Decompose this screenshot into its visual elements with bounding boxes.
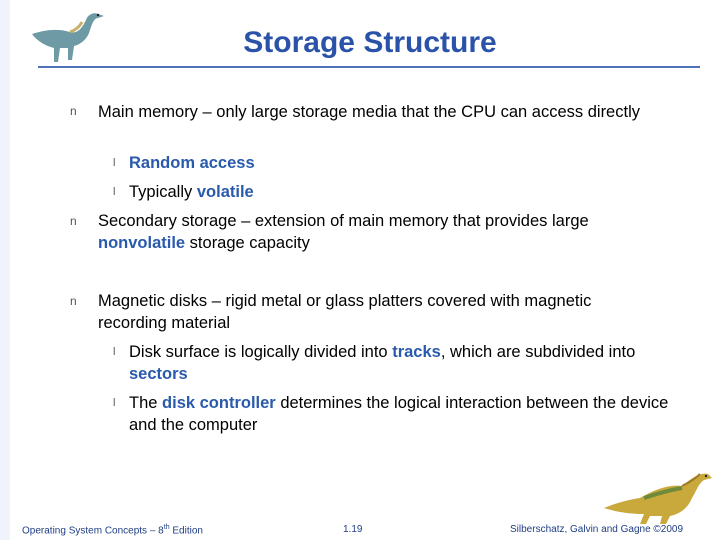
bullet-marker: n [70,104,77,118]
dinosaur-footer-icon [604,473,712,524]
dinosaur-logo-icon [32,13,104,62]
sub-bullet-marker: l [113,346,116,358]
slide-title: Storage Structure [243,26,497,59]
page-number: 1.19 [343,524,363,535]
footer-authors: Silberschatz, Galvin and Gagne ©2009 [510,524,684,535]
bullet-secondary-storage: Secondary storage – extension of main me… [98,212,589,252]
sub-bullet-marker: l [113,397,116,409]
sub-bullet-random-access: Random access [129,154,255,172]
left-accent-bar [0,0,10,540]
bullet-marker: n [70,294,77,308]
sub-bullet-marker: l [113,186,116,198]
footer-book-title: Operating System Concepts – 8th Edition [22,524,203,537]
bullet-magnetic-disks: Magnetic disks – rigid metal or glass pl… [98,292,592,332]
title-underline [38,66,700,68]
sub-bullet-disk-controller: The disk controller determines the logic… [129,394,669,434]
sub-bullet-tracks-sectors: Disk surface is logically divided into t… [129,343,636,383]
sub-bullet-volatile: Typically volatile [129,183,254,201]
bullet-marker: n [70,214,77,228]
sub-bullet-marker: l [113,157,116,169]
bullet-main-memory: Main memory – only large storage media t… [98,103,640,121]
